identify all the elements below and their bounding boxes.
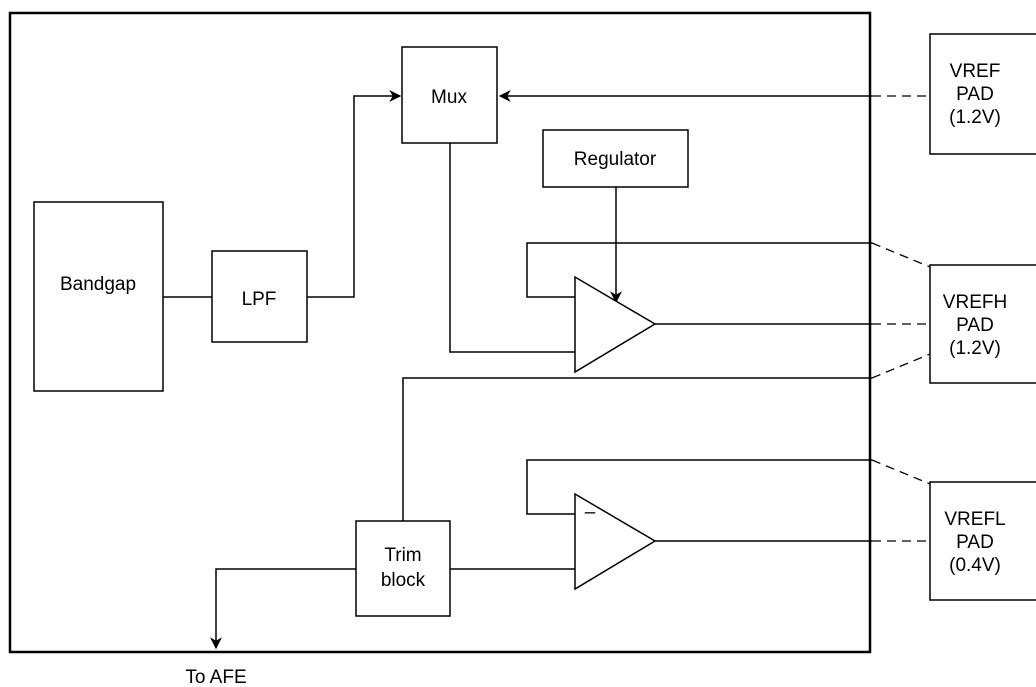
vref-pad-line3: (1.2V) [949, 107, 1001, 128]
trim-label-line2: block [381, 570, 426, 591]
chip-boundary [8, 11, 872, 654]
upper-amplifier [574, 275, 657, 374]
vrefl-pad-line2: PAD [956, 532, 994, 553]
lower-amplifier: – [574, 492, 657, 591]
vref-pad-line1: VREF [950, 61, 1001, 82]
dash-vrefl-force [871, 459, 931, 485]
trim-label-line1: Trim [384, 545, 421, 566]
wire-lpf-mux [307, 90, 402, 298]
bandgap-label: Bandgap [60, 274, 136, 295]
vrefl-pad-line3: (0.4V) [949, 555, 1001, 576]
pad-connections [871, 95, 931, 542]
vrefl-pad: VREFL PAD (0.4V) [929, 481, 1036, 601]
vrefh-pad-line1: VREFH [943, 292, 1007, 313]
wire-upper-feedback [526, 242, 872, 298]
dash-vrefh-force-top [871, 242, 931, 268]
regulator-label: Regulator [574, 149, 657, 170]
vrefh-pad: VREFH PAD (1.2V) [929, 264, 1036, 384]
wire-lower-feedback [526, 459, 872, 515]
bandgap-block: Bandgap [33, 201, 164, 392]
vrefl-pad-line1: VREFL [944, 509, 1005, 530]
lpf-block: LPF [211, 250, 308, 343]
wires [163, 90, 872, 650]
vrefh-pad-line3: (1.2V) [949, 338, 1001, 359]
lpf-label: LPF [242, 289, 277, 310]
vref-pad: VREF PAD (1.2V) [929, 33, 1036, 155]
mux-block: Mux [401, 46, 498, 144]
dash-vrefh-sense [871, 353, 931, 379]
vrefh-pad-line2: PAD [956, 315, 994, 336]
mux-label: Mux [431, 87, 467, 108]
regulator-block: Regulator [542, 129, 689, 188]
wire-trim-sense [402, 377, 872, 521]
wire-mux-amp-upper [449, 143, 575, 353]
to-afe-label: To AFE [185, 667, 246, 687]
trim-block: Trim block [355, 520, 451, 617]
lower-amp-minus-sign: – [585, 502, 596, 523]
wire-trim-afe [210, 568, 356, 650]
vref-pad-line2: PAD [956, 84, 994, 105]
